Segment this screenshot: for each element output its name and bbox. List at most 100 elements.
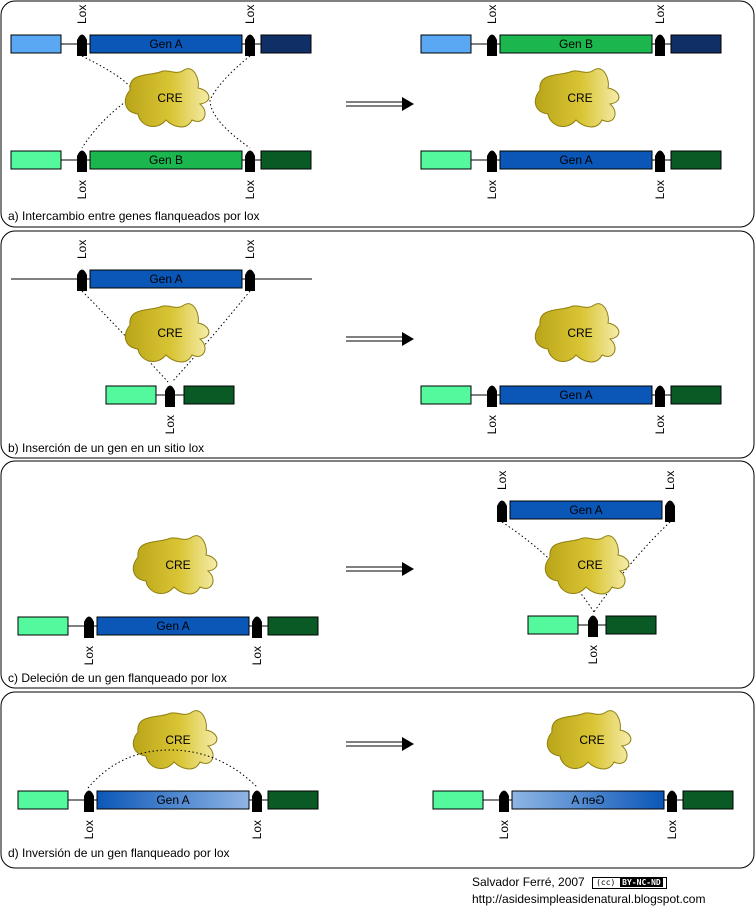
lox-label: Lox [243, 180, 257, 199]
lox-site [84, 790, 94, 812]
gene-box [499, 34, 653, 54]
cre-enzyme [534, 303, 620, 363]
cre-label: CRE [577, 558, 602, 572]
gene-box-label: Gen A [559, 153, 592, 167]
gene-box [89, 269, 243, 289]
lox-site [655, 385, 665, 407]
lox-site [245, 150, 255, 172]
left-cassette [420, 34, 472, 54]
cre-label: CRE [157, 91, 182, 105]
reaction-arrow-head [402, 97, 414, 111]
lox-label: Lox [665, 820, 679, 839]
cre-enzyme [124, 303, 210, 363]
gene-box-label: Gen B [559, 37, 593, 51]
cre-label: CRE [579, 733, 604, 747]
lox-label: Lox [653, 5, 667, 24]
lox-label: Lox [485, 180, 499, 199]
reaction-arrow-head [402, 332, 414, 346]
panel-c-caption: c) Deleción de un gen flanqueado por lox [8, 671, 227, 685]
right-cassette [260, 150, 312, 170]
panel-b-frame [0, 230, 755, 459]
cre-label: CRE [567, 91, 592, 105]
gene-box-label: Gen A [559, 388, 592, 402]
lox-label: Lox [653, 180, 667, 199]
left-cassette [420, 150, 472, 170]
gene-box [96, 616, 250, 636]
left-cassette [17, 790, 69, 810]
inverted-gene-box [511, 790, 665, 810]
right-cassette [670, 34, 722, 54]
right-cassette [267, 790, 319, 810]
lox-label: Lox [485, 415, 499, 434]
right-cassette [670, 150, 722, 170]
lox-label: Lox [586, 645, 600, 664]
right-cassette [682, 790, 734, 810]
lox-site [499, 790, 509, 812]
lox-site [487, 150, 497, 172]
lox-site [588, 615, 598, 637]
lox-site [655, 34, 665, 56]
lox-label: Lox [82, 646, 96, 665]
gene-box [89, 150, 243, 170]
left-cassette [17, 616, 69, 636]
gene-box-label: Gen A [156, 619, 189, 633]
recombination-path [209, 55, 251, 149]
right-cassette [670, 385, 722, 405]
lox-site [165, 385, 175, 407]
lox-label: Lox [75, 5, 89, 24]
panel-b: b) Inserción de un gen en un sitio lox [0, 230, 755, 459]
recombination-path [593, 521, 671, 613]
gene-box [499, 385, 653, 405]
lox-site [497, 500, 507, 522]
recombination-path [171, 290, 251, 383]
cre-enzyme [132, 535, 218, 595]
left-cassette [10, 150, 62, 170]
lox-site [77, 150, 87, 172]
panel-a-frame [0, 0, 755, 228]
footer-author-line: Salvador Ferré, 2007 (cc) BY-NC-ND [472, 874, 705, 891]
cc-license-badge: (cc) BY-NC-ND [592, 876, 667, 889]
panel-d-frame [0, 691, 755, 869]
excised-gene-box [509, 500, 663, 520]
cre-label: CRE [157, 326, 182, 340]
lox-label: Lox [663, 471, 677, 490]
gene-box [499, 150, 653, 170]
panel-c-frame [0, 460, 755, 689]
recombination-path [81, 290, 169, 383]
panel-a: a) Intercambio entre genes flanqueados p… [0, 0, 755, 228]
lox-label: Lox [250, 820, 264, 839]
lox-site [245, 34, 255, 56]
lox-site [252, 616, 262, 638]
lox-site [487, 34, 497, 56]
lox-label: Lox [82, 820, 96, 839]
cre-enzyme [132, 710, 218, 770]
panel-b-caption: b) Inserción de un gen en un sitio lox [8, 441, 204, 455]
cc-icon: (cc) [596, 877, 616, 887]
license-terms: BY-NC-ND [620, 877, 663, 887]
gene-box [89, 34, 243, 54]
lox-site [667, 790, 677, 812]
cre-enzyme [124, 68, 210, 128]
lox-site [655, 150, 665, 172]
gene-box-label: Gen A [149, 272, 182, 286]
left-cassette [527, 615, 579, 635]
right-cassette [267, 616, 319, 636]
lox-label: Lox [163, 415, 177, 434]
lox-label: Lox [497, 820, 511, 839]
cre-lox-diagram: a) Intercambio entre genes flanqueados p… [0, 0, 755, 869]
gene-box-label: Gen A [149, 37, 182, 51]
cre-label: CRE [567, 326, 592, 340]
panel-a-caption: a) Intercambio entre genes flanqueados p… [8, 209, 260, 223]
lox-site [77, 34, 87, 56]
gene-box-label: Gen A [156, 793, 189, 807]
lox-site [665, 500, 675, 522]
excised-gene-box-label: Gen A [569, 503, 602, 517]
reaction-arrow-head [402, 562, 414, 576]
author-credit: Salvador Ferré, 2007 [472, 875, 585, 889]
cre-enzyme [544, 535, 630, 595]
left-cassette [432, 790, 484, 810]
right-cassette [183, 385, 235, 405]
cre-enzyme [534, 68, 620, 128]
inverted-gene-label: Gen A [571, 793, 604, 807]
